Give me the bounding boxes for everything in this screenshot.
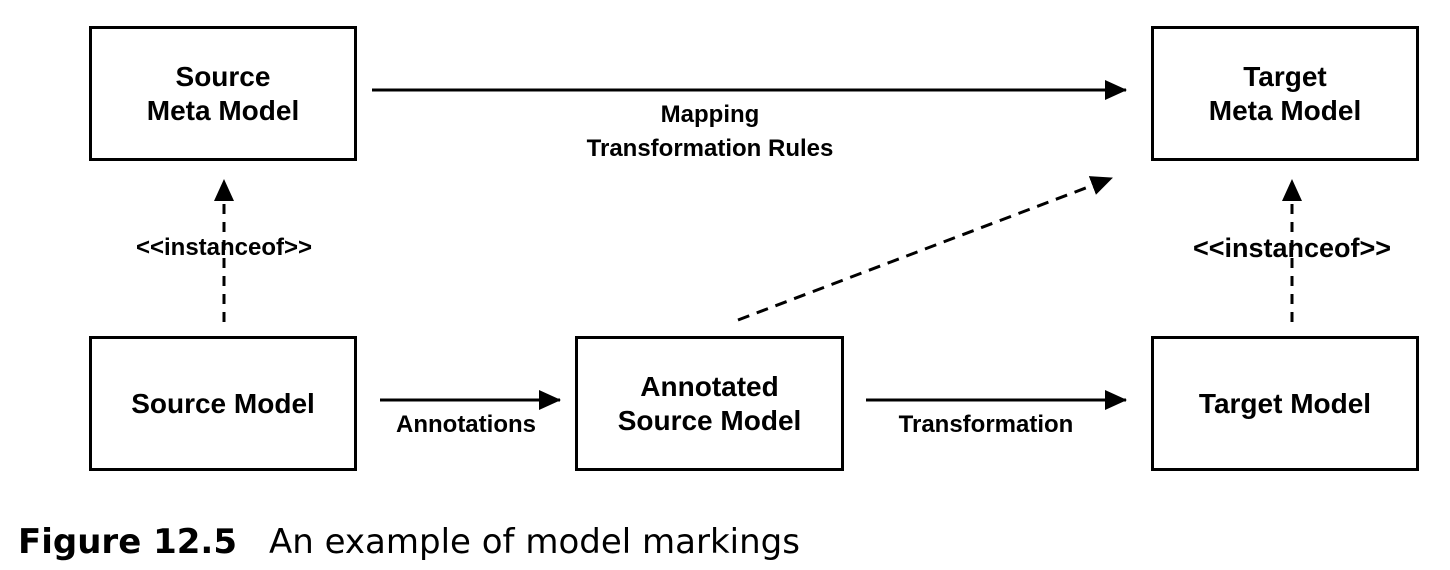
instanceof-label-right: <<instanceof>> xyxy=(1192,233,1392,263)
annotated-source-model-line-2: Source Model xyxy=(617,404,802,436)
target-meta-model-line-1: Target xyxy=(1243,60,1327,92)
figure-number: Figure 12.5 xyxy=(18,522,237,562)
source-meta-model-line-1: Source xyxy=(175,60,271,92)
source-meta-model-box: Source Meta Model xyxy=(89,26,357,161)
annotated-to-target-meta-arrow xyxy=(737,176,1113,322)
transformation-label: Transformation xyxy=(898,411,1074,438)
instanceof-label-left: <<instanceof>> xyxy=(135,234,313,261)
source-model-label: Source Model xyxy=(131,387,315,419)
annotated-source-model-box: Annotated Source Model xyxy=(575,336,844,471)
target-model-box: Target Model xyxy=(1151,336,1419,471)
target-model-label: Target Model xyxy=(1198,387,1372,419)
mapping-label-line-2: Transformation Rules xyxy=(586,135,834,162)
source-meta-model-line-2: Meta Model xyxy=(146,94,300,126)
annotated-source-model-line-1: Annotated xyxy=(640,370,779,402)
figure-caption-text: An example of model markings xyxy=(268,522,800,562)
target-meta-model-line-2: Meta Model xyxy=(1208,94,1362,126)
annotations-label: Annotations xyxy=(396,411,536,438)
mapping-label-line-1: Mapping xyxy=(660,101,760,128)
target-meta-model-box: Target Meta Model xyxy=(1151,26,1419,161)
diagram-connectors xyxy=(214,80,1302,410)
mapping-label: Mapping Transformation Rules xyxy=(560,98,860,166)
figure-caption: Figure 12.5 An example of model markings xyxy=(18,520,800,564)
source-model-box: Source Model xyxy=(89,336,357,471)
